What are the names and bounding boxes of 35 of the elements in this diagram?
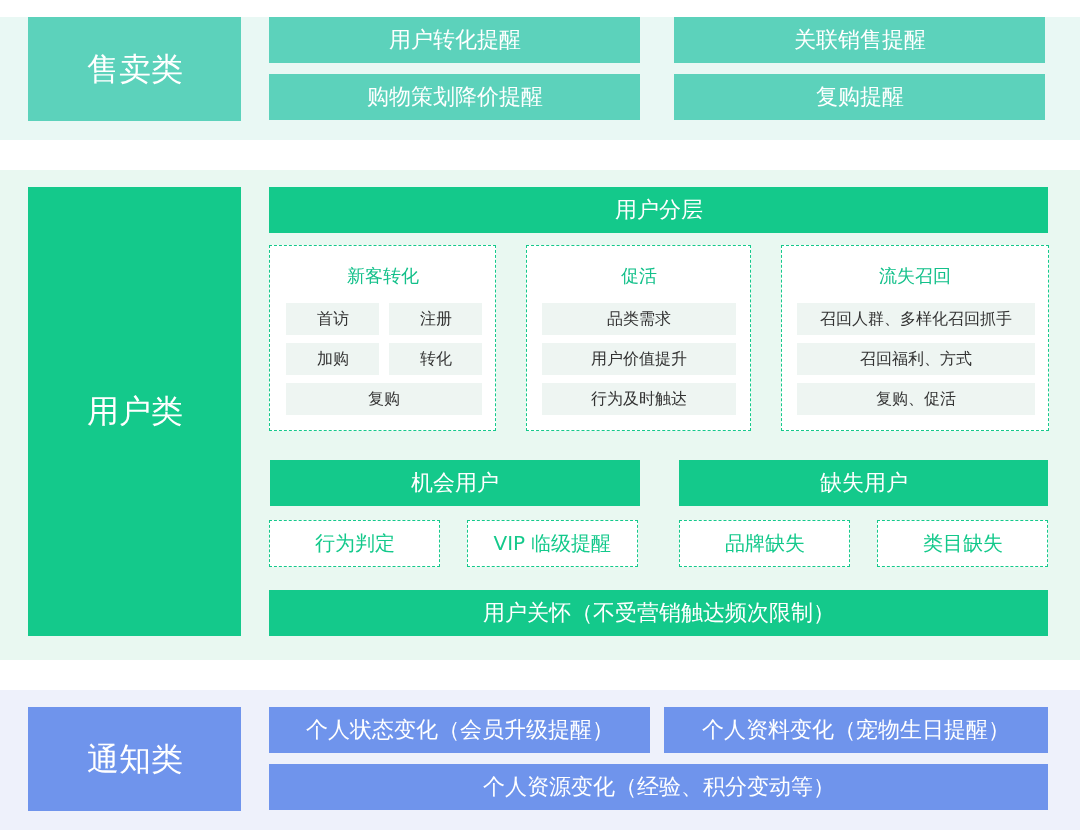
- category-box: 通知类: [28, 707, 241, 811]
- category-box: 售卖类: [28, 17, 241, 121]
- item-bar: 复购提醒: [674, 74, 1045, 120]
- dashed-item-box: 类目缺失: [877, 520, 1048, 567]
- item-chip: 召回福利、方式: [797, 343, 1035, 375]
- item-bar: 缺失用户: [679, 460, 1048, 506]
- group-title: 促活: [619, 266, 658, 287]
- dashed-item-box: 品牌缺失: [679, 520, 850, 567]
- item-chip: 转化: [389, 343, 482, 375]
- category-box: 用户类: [28, 187, 241, 636]
- item-chip: 行为及时触达: [542, 383, 736, 415]
- item-bar: 个人资料变化（宠物生日提醒）: [664, 707, 1048, 753]
- item-chip: 复购、促活: [797, 383, 1035, 415]
- item-bar: 关联销售提醒: [674, 17, 1045, 63]
- item-chip: 首访: [286, 303, 379, 335]
- group-frame: [526, 245, 751, 431]
- item-bar: 用户分层: [269, 187, 1048, 233]
- group-title: 流失召回: [878, 266, 952, 287]
- item-chip: 品类需求: [542, 303, 736, 335]
- group-frame: [269, 245, 496, 431]
- item-chip: 召回人群、多样化召回抓手: [797, 303, 1035, 335]
- dashed-item-box: 行为判定: [269, 520, 440, 567]
- group-title: 新客转化: [345, 266, 420, 287]
- item-bar: 用户转化提醒: [269, 17, 640, 63]
- item-chip: 加购: [286, 343, 379, 375]
- item-chip: 注册: [389, 303, 482, 335]
- item-chip: 用户价值提升: [542, 343, 736, 375]
- item-bar: 个人状态变化（会员升级提醒）: [269, 707, 650, 753]
- group-frame: [781, 245, 1049, 431]
- item-chip: 复购: [286, 383, 482, 415]
- item-bar: 用户关怀（不受营销触达频次限制）: [269, 590, 1048, 636]
- dashed-item-box: VIP 临级提醒: [467, 520, 638, 567]
- item-bar: 购物策划降价提醒: [269, 74, 640, 120]
- item-bar: 机会用户: [270, 460, 640, 506]
- item-bar: 个人资源变化（经验、积分变动等）: [269, 764, 1048, 810]
